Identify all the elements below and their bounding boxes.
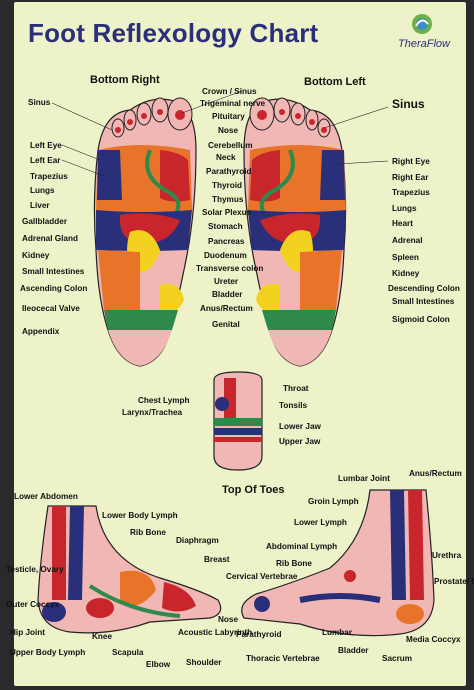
- label-stomach: Stomach: [208, 222, 243, 231]
- label-neck: Neck: [216, 153, 236, 162]
- label-left-eye: Left Eye: [30, 141, 62, 150]
- label-media-coccyx: Media Coccyx: [406, 635, 461, 644]
- label-solar-plexus: Solar Plexus: [202, 208, 252, 217]
- label-ureter: Ureter: [214, 277, 239, 286]
- label-small-intestines-left: Small Intestines: [392, 297, 455, 306]
- label-left-ear: Left Ear: [30, 156, 61, 165]
- label-genital: Genital: [212, 320, 240, 329]
- label-right-eye: Right Eye: [392, 157, 430, 166]
- label-nose-outer: Nose: [218, 615, 239, 624]
- label-heart: Heart: [392, 219, 413, 228]
- label-sinus-left: Sinus: [392, 97, 425, 111]
- label-ileocecal-valve: Ileocecal Valve: [22, 304, 80, 313]
- label-nose: Nose: [218, 126, 239, 135]
- label-rib-bone-outer: Rib Bone: [276, 559, 312, 568]
- label-cervical-vertebrae: Cervical Vertebrae: [226, 572, 298, 581]
- right-foot-sole: [93, 97, 197, 367]
- leader-lines: [51, 90, 389, 177]
- label-kidney-left: Kidney: [392, 269, 420, 278]
- label-sacrum: Sacrum: [382, 654, 413, 663]
- label-knee: Knee: [92, 632, 113, 641]
- label-descending-colon: Descending Colon: [388, 284, 460, 293]
- label-gallbladder: Gallbladder: [22, 217, 68, 226]
- label-lower-body-lymph: Lower Body Lymph: [102, 511, 178, 520]
- header-bottom-left: Bottom Left: [304, 76, 366, 88]
- label-diaphragm: Diaphragm: [176, 536, 219, 545]
- label-bladder-center: Bladder: [212, 290, 243, 299]
- label-right-ear: Right Ear: [392, 173, 429, 182]
- label-hip-joint: Hip Joint: [10, 628, 46, 637]
- label-lungs-left: Lungs: [392, 204, 417, 213]
- label-sinus-right: Sinus: [28, 98, 51, 107]
- label-rib-bone-inner: Rib Bone: [130, 528, 166, 537]
- label-adrenal: Adrenal: [392, 236, 423, 245]
- label-lumbar: Lumbar: [322, 628, 353, 637]
- label-abdominal-lymph: Abdominal Lymph: [266, 542, 338, 551]
- label-liver: Liver: [30, 201, 50, 210]
- label-small-intestines-right: Small Intestines: [22, 267, 85, 276]
- theraflow-logo-icon: [412, 14, 432, 34]
- left-foot-sole: [243, 97, 347, 367]
- label-trigeminal-nerve: Trigeminal nerve: [200, 99, 266, 108]
- label-lower-lymph: Lower Lymph: [294, 518, 347, 527]
- label-prostate-uterus: Prostate/ Uterus: [434, 577, 474, 586]
- chart-title: Foot Reflexology Chart: [28, 18, 319, 48]
- toe-diagram: [213, 371, 263, 471]
- label-adrenal-gland: Adrenal Gland: [22, 234, 78, 243]
- header-top-of-toes: Top Of Toes: [222, 484, 285, 496]
- label-lumbar-joint: Lumbar Joint: [338, 474, 390, 483]
- label-throat: Throat: [283, 384, 309, 393]
- label-thoracic-vertebrae: Thoracic Vertebrae: [246, 654, 320, 663]
- label-bladder-outer: Bladder: [338, 646, 369, 655]
- label-parathyroid-outer: Parathyroid: [236, 630, 282, 639]
- header-bottom-right: Bottom Right: [90, 74, 160, 86]
- outer-foot-side: [241, 489, 435, 637]
- label-parathyroid: Parathyroid: [206, 167, 252, 176]
- label-lower-abdomen: Lower Abdomen: [14, 492, 78, 501]
- label-pituitary: Pituitary: [212, 112, 245, 121]
- label-outer-coccyx: Outer Coccyx: [6, 600, 60, 609]
- label-duodenum: Duodenum: [204, 251, 247, 260]
- label-lungs-right: Lungs: [30, 186, 55, 195]
- label-elbow: Elbow: [146, 660, 171, 669]
- label-trapezius-left: Trapezius: [392, 188, 430, 197]
- label-crown-sinus: Crown / Sinus: [202, 87, 257, 96]
- label-transverse-colon: Transverse colon: [196, 264, 264, 273]
- label-shoulder: Shoulder: [186, 658, 222, 667]
- label-tonsils: Tonsils: [279, 401, 308, 410]
- label-breast: Breast: [204, 555, 230, 564]
- label-testicle-ovary: Testicle, Ovary: [6, 565, 64, 574]
- label-anus-rectum-center: Anus/Rectum: [200, 304, 253, 313]
- label-cerebellum: Cerebellum: [208, 141, 253, 150]
- label-pancreas: Pancreas: [208, 237, 245, 246]
- label-ascending-colon: Ascending Colon: [20, 284, 88, 293]
- label-larynx-trachea: Larynx/Trachea: [122, 408, 183, 417]
- label-anus-rectum-outer: Anus/Rectum: [409, 469, 462, 478]
- label-upper-jaw: Upper Jaw: [279, 437, 321, 446]
- label-groin-lymph: Groin Lymph: [308, 497, 359, 506]
- label-kidney-right: Kidney: [22, 251, 50, 260]
- label-urethra: Urethra: [432, 551, 462, 560]
- label-upper-body-lymph: Upper Body Lymph: [10, 648, 86, 657]
- label-scapula: Scapula: [112, 648, 144, 657]
- brand-name: TheraFlow: [398, 38, 450, 50]
- label-appendix: Appendix: [22, 327, 60, 336]
- label-sigmoid-colon: Sigmoid Colon: [392, 315, 450, 324]
- inner-foot-side: [37, 505, 222, 634]
- label-trapezius-right: Trapezius: [30, 172, 68, 181]
- label-thymus: Thymus: [212, 195, 244, 204]
- label-lower-jaw: Lower Jaw: [279, 422, 321, 431]
- label-chest-lymph: Chest Lymph: [138, 396, 190, 405]
- label-acoustic-labyrinth: Acoustic Labyrinth: [178, 628, 253, 637]
- label-thyroid: Thyroid: [212, 181, 243, 190]
- label-spleen: Spleen: [392, 253, 419, 262]
